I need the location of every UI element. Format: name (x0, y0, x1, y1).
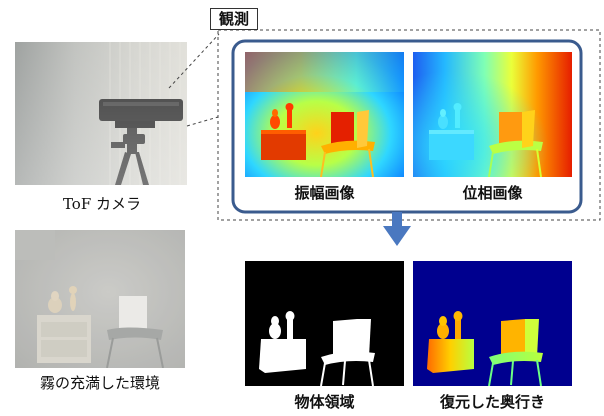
phase-caption: 位相画像 (462, 184, 523, 202)
object-region-image (245, 261, 404, 386)
fog-scene-photo (15, 230, 185, 368)
phase-image (413, 52, 572, 177)
tof-camera-illustration (15, 42, 187, 185)
amplitude-caption: 振幅画像 (294, 184, 355, 202)
observation-label: 観測 (218, 10, 249, 28)
amplitude-heatmap (245, 52, 404, 177)
camera-caption: ToF カメラ (62, 195, 142, 213)
fog-scene-illustration (15, 230, 185, 368)
tof-camera-photo (15, 42, 187, 185)
recovered-depth-image (413, 261, 572, 386)
recovered-depth-map (427, 311, 543, 386)
recovered-depth-caption: 復元した奥行き (439, 393, 545, 411)
phase-heatmap (413, 52, 572, 177)
observation-label-box: 観測 (210, 8, 258, 30)
amplitude-image (245, 52, 404, 177)
object-region-caption: 物体領域 (294, 393, 355, 411)
fog-scene-caption: 霧の充満した環境 (39, 374, 160, 392)
object-region-mask (259, 311, 375, 386)
